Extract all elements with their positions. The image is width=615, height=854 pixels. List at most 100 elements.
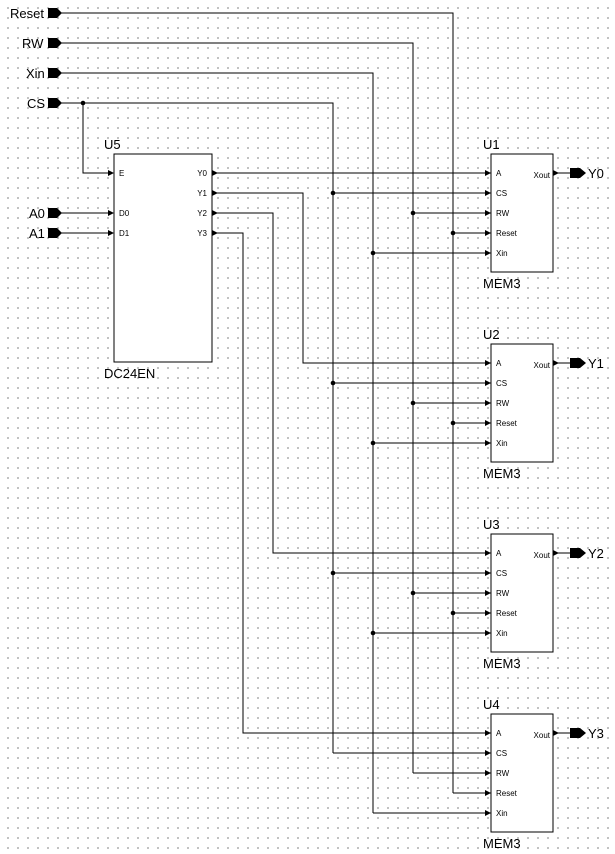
junction-dot bbox=[410, 210, 416, 216]
port-y0[interactable]: Y0 bbox=[570, 166, 604, 181]
junction-dot bbox=[450, 230, 456, 236]
output-ports: Y0 Y1 Y2 Y3 bbox=[570, 166, 604, 741]
pin-arrow-icon bbox=[212, 190, 218, 196]
memory-u2[interactable]: U2 MEM3 A CS RW Reset Xin Xout bbox=[483, 327, 559, 481]
junction-dot bbox=[330, 190, 336, 196]
memory-ref: U2 bbox=[483, 327, 500, 342]
decoder-pin-y0: Y0 bbox=[197, 169, 207, 178]
port-y2[interactable]: Y2 bbox=[570, 546, 604, 561]
memory-type: MEM3 bbox=[483, 276, 521, 291]
memory-pin-xin: Xin bbox=[496, 809, 508, 818]
memory-u4[interactable]: U4 MEM3 A CS RW Reset Xin Xout bbox=[483, 697, 559, 851]
pin-arrow-icon bbox=[108, 210, 114, 216]
memory-pin-xout: Xout bbox=[534, 361, 551, 370]
pin-arrow-icon bbox=[212, 170, 218, 176]
junction-dot bbox=[80, 100, 86, 106]
port-rw[interactable]: RW bbox=[22, 36, 62, 51]
pin-arrow-icon bbox=[485, 630, 491, 636]
port-flag-icon bbox=[570, 728, 586, 738]
pin-arrow-icon bbox=[108, 170, 114, 176]
memory-pin-rw: RW bbox=[496, 399, 510, 408]
wire-rw[interactable] bbox=[60, 42, 491, 774]
memory-body bbox=[490, 153, 554, 273]
decoder-pin-e: E bbox=[119, 169, 124, 178]
port-xin[interactable]: Xin bbox=[26, 66, 62, 81]
pin-arrow-icon bbox=[485, 230, 491, 236]
junction-dot bbox=[410, 400, 416, 406]
memory-pin-cs: CS bbox=[496, 189, 507, 198]
memory-pin-xin: Xin bbox=[496, 249, 508, 258]
pin-arrow-icon bbox=[485, 400, 491, 406]
input-ports: Reset RW Xin CS A0 A1 bbox=[10, 6, 62, 241]
junction-dot bbox=[370, 630, 376, 636]
memory-pin-xin: Xin bbox=[496, 439, 508, 448]
port-flag-icon bbox=[48, 98, 62, 108]
port-a1[interactable]: A1 bbox=[29, 226, 62, 241]
decoder-pin-y1: Y1 bbox=[197, 189, 207, 198]
pin-arrow-icon bbox=[485, 590, 491, 596]
junction-dot bbox=[370, 250, 376, 256]
port-reset[interactable]: Reset bbox=[10, 6, 62, 21]
pin-arrow-icon bbox=[553, 360, 559, 366]
junction-dot bbox=[370, 440, 376, 446]
junction-dot bbox=[330, 570, 336, 576]
pin-arrow-icon bbox=[485, 210, 491, 216]
memory-pin-reset: Reset bbox=[496, 609, 518, 618]
wire-y3-to-u4[interactable] bbox=[212, 232, 491, 734]
wire-reset[interactable] bbox=[60, 12, 491, 794]
memory-pin-xout: Xout bbox=[534, 551, 551, 560]
memory-pin-xout: Xout bbox=[534, 731, 551, 740]
memory-pin-xout: Xout bbox=[534, 171, 551, 180]
memory-pin-rw: RW bbox=[496, 769, 510, 778]
port-cs-label: CS bbox=[27, 96, 45, 111]
junction-dot bbox=[410, 590, 416, 596]
memory-pin-cs: CS bbox=[496, 569, 507, 578]
memory-pin-rw: RW bbox=[496, 589, 510, 598]
junctions bbox=[80, 100, 456, 636]
decoder-body bbox=[113, 153, 213, 363]
port-reset-label: Reset bbox=[10, 6, 44, 21]
junction-dot bbox=[450, 420, 456, 426]
pin-arrow-icon bbox=[485, 250, 491, 256]
port-a0-label: A0 bbox=[29, 206, 45, 221]
wire-cs[interactable] bbox=[60, 102, 491, 754]
port-flag-icon bbox=[48, 208, 62, 218]
port-xin-label: Xin bbox=[26, 66, 45, 81]
port-y2-label: Y2 bbox=[588, 546, 604, 561]
junction-dot bbox=[330, 380, 336, 386]
port-y3[interactable]: Y3 bbox=[570, 726, 604, 741]
port-a0[interactable]: A0 bbox=[29, 206, 62, 221]
decoder-pin-y3: Y3 bbox=[197, 229, 207, 238]
memory-pin-reset: Reset bbox=[496, 229, 518, 238]
pin-arrow-icon bbox=[485, 750, 491, 756]
memory-body bbox=[490, 713, 554, 833]
port-flag-icon bbox=[48, 68, 62, 78]
pin-arrow-icon bbox=[485, 550, 491, 556]
memory-ref: U1 bbox=[483, 137, 500, 152]
memory-ref: U4 bbox=[483, 697, 500, 712]
port-cs[interactable]: CS bbox=[27, 96, 62, 111]
pin-arrow-icon bbox=[485, 810, 491, 816]
memory-pin-a: A bbox=[496, 359, 502, 368]
memory-u1[interactable]: U1 MEM3 A CS RW Reset Xin Xout bbox=[483, 137, 559, 291]
wire-xin[interactable] bbox=[60, 72, 491, 814]
wire-y2-to-u3[interactable] bbox=[212, 212, 491, 554]
pin-arrow-icon bbox=[485, 380, 491, 386]
pin-arrow-icon bbox=[485, 790, 491, 796]
pin-arrow-icon bbox=[485, 170, 491, 176]
port-y1[interactable]: Y1 bbox=[570, 356, 604, 371]
port-rw-label: RW bbox=[22, 36, 44, 51]
pin-arrow-icon bbox=[485, 420, 491, 426]
memory-type: MEM3 bbox=[483, 466, 521, 481]
decoder-u5[interactable]: U5 DC24EN E D0 D1 Y0 Y1 Y2 Y3 bbox=[104, 137, 218, 381]
pin-arrow-icon bbox=[485, 440, 491, 446]
memory-pin-cs: CS bbox=[496, 379, 507, 388]
memory-pin-xin: Xin bbox=[496, 629, 508, 638]
port-y3-label: Y3 bbox=[588, 726, 604, 741]
decoder-type: DC24EN bbox=[104, 366, 155, 381]
port-flag-icon bbox=[48, 228, 62, 238]
pin-arrow-icon bbox=[553, 170, 559, 176]
memory-pin-cs: CS bbox=[496, 749, 507, 758]
wire-y1-to-u2[interactable] bbox=[212, 192, 491, 364]
memory-u3[interactable]: U3 MEM3 A CS RW Reset Xin Xout bbox=[483, 517, 559, 671]
